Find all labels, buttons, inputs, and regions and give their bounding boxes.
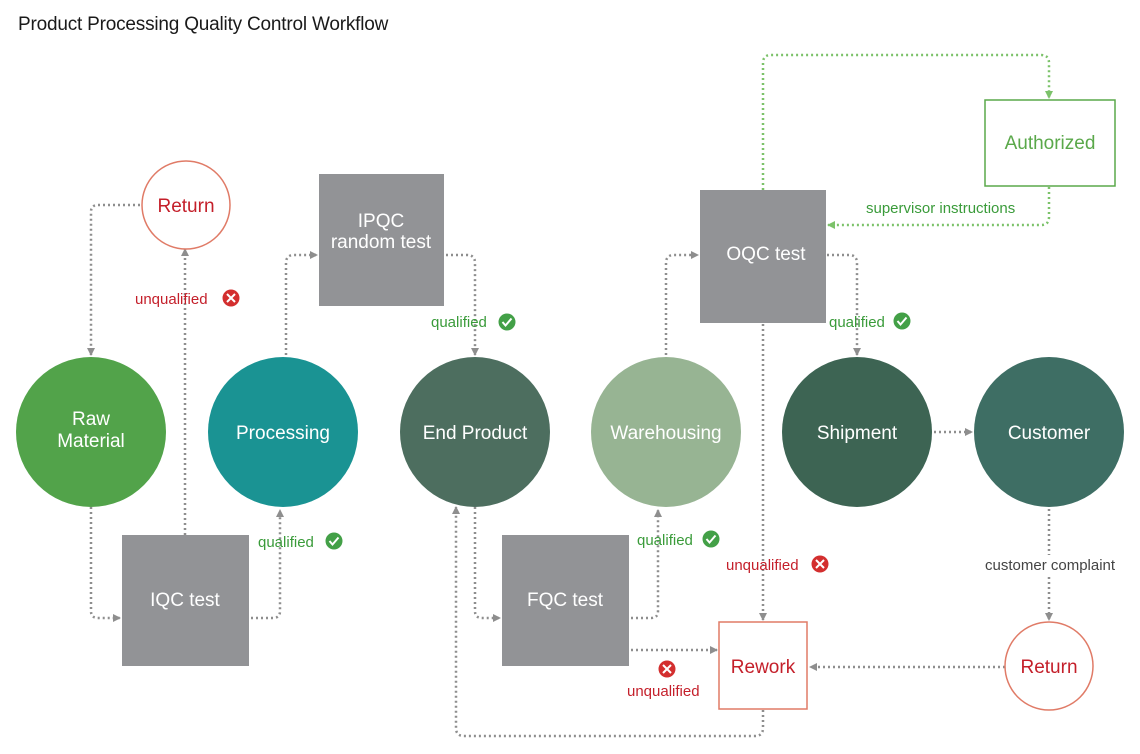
fqc-label: FQC test	[527, 590, 604, 611]
fqc-qualified-text: qualified	[637, 532, 693, 549]
authorized-label: Authorized	[1005, 133, 1096, 154]
iqc-unqualified-text: unqualified	[135, 291, 208, 308]
ipqc-label-line1: IPQC	[358, 211, 404, 232]
customer-label: Customer	[1008, 423, 1091, 444]
raw-material-label-line2: Material	[57, 431, 125, 452]
x-circle-icon	[811, 555, 829, 573]
ipqc-qualified-text: qualified	[431, 314, 487, 331]
node-warehousing: Warehousing	[591, 357, 741, 507]
arrow-end-product-to-fqc	[473, 507, 501, 622]
oqc-box	[700, 190, 826, 323]
arrow-return-to-raw-material	[87, 203, 140, 356]
iqc-label: IQC test	[150, 590, 220, 611]
end-product-circle	[400, 357, 550, 507]
node-shipment: Shipment	[782, 357, 932, 507]
rework-label: Rework	[731, 657, 796, 678]
return-top-label: Return	[157, 196, 214, 217]
oqc-label: OQC test	[726, 244, 806, 265]
label-fqc-unqualified: unqualified	[627, 660, 700, 700]
outcome-rework: Rework	[718, 621, 808, 710]
label-oqc-qualified: qualified	[829, 312, 911, 331]
return-top-circle	[141, 160, 231, 250]
outcome-return-bottom: Return	[1004, 621, 1094, 711]
shipment-circle	[782, 357, 932, 507]
oqc-qualified-text: qualified	[829, 314, 885, 331]
check-circle-icon	[702, 530, 720, 548]
rework-box	[718, 621, 808, 710]
test-fqc: FQC test	[502, 535, 629, 666]
arrow-raw-material-to-iqc	[89, 507, 121, 622]
warehousing-circle	[591, 357, 741, 507]
connectors	[87, 53, 1053, 738]
raw-material-circle	[16, 357, 166, 507]
arrow-warehousing-to-oqc	[664, 251, 699, 355]
node-raw-material: Raw Material	[16, 357, 166, 507]
warehousing-label: Warehousing	[610, 423, 721, 444]
iqc-box	[122, 535, 249, 666]
label-ipqc-qualified: qualified	[431, 313, 516, 331]
arrow-authorized-to-oqc	[827, 187, 1051, 229]
label-iqc-qualified: qualified	[258, 532, 343, 551]
check-circle-icon	[498, 313, 516, 331]
label-fqc-qualified: qualified	[637, 530, 720, 549]
node-processing: Processing	[208, 357, 358, 507]
check-circle-icon	[893, 312, 911, 330]
arrow-iqc-to-processing	[251, 509, 284, 620]
raw-material-label-line1: Raw	[72, 409, 110, 430]
oqc-unqualified-text: unqualified	[726, 557, 799, 574]
check-circle-icon	[325, 532, 343, 550]
ipqc-label-line2: random test	[331, 232, 432, 253]
arrow-rework-to-end-product	[452, 506, 765, 738]
authorized-box	[984, 99, 1116, 187]
iqc-qualified-text: qualified	[258, 534, 314, 551]
arrow-processing-to-ipqc	[284, 251, 318, 355]
test-oqc: OQC test	[700, 190, 826, 323]
label-iqc-unqualified: unqualified	[135, 289, 240, 308]
x-circle-icon	[222, 289, 240, 307]
fqc-box	[502, 535, 629, 666]
test-iqc: IQC test	[122, 535, 249, 666]
diagram-title: Product Processing Quality Control Workf…	[18, 14, 389, 35]
supervisor-instructions-label: supervisor instructions	[866, 200, 1015, 217]
customer-complaint-label: customer complaint	[985, 557, 1116, 574]
arrow-oqc-to-shipment	[827, 253, 861, 356]
outcome-authorized: Authorized	[984, 99, 1116, 187]
processing-label: Processing	[236, 423, 330, 444]
node-end-product: End Product	[400, 357, 550, 507]
outcome-return-top: Return	[141, 160, 231, 250]
customer-circle	[974, 357, 1124, 507]
end-product-label: End Product	[423, 423, 528, 444]
arrow-ipqc-to-end-product	[446, 253, 479, 356]
node-customer: Customer	[974, 357, 1124, 507]
x-circle-icon	[658, 660, 676, 678]
label-oqc-unqualified: unqualified	[726, 555, 829, 574]
return-bottom-label: Return	[1020, 657, 1077, 678]
arrow-fqc-to-warehousing	[631, 509, 662, 620]
fqc-unqualified-text: unqualified	[627, 683, 700, 700]
processing-circle	[208, 357, 358, 507]
test-ipqc: IPQC random test	[319, 174, 444, 306]
ipqc-box	[319, 174, 444, 306]
return-bottom-circle	[1004, 621, 1094, 711]
shipment-label: Shipment	[817, 423, 898, 444]
